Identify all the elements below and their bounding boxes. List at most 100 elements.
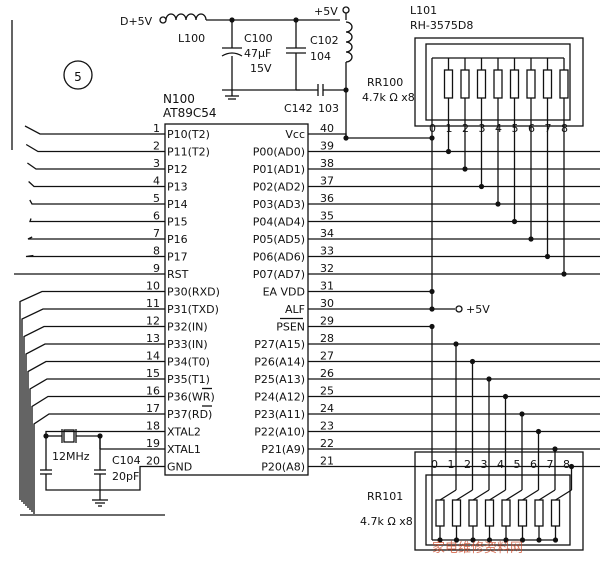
junction-dot (43, 433, 49, 439)
rr101-lead (522, 489, 539, 501)
rr100-ref: RR100 (367, 76, 403, 89)
pin-name-left: P37(RD) (167, 408, 212, 421)
pin-name-right: P25(A13) (254, 373, 305, 386)
rr101-resistor (534, 499, 544, 527)
rr101-resistor (501, 499, 511, 527)
junction-dot (495, 201, 501, 207)
pin-name-left: P35(T1) (167, 373, 210, 386)
rr101-pin-label: 0 (431, 458, 438, 471)
plus5v-terminal (342, 6, 350, 14)
rr101-lead (538, 489, 556, 501)
bus-entry-left-lower (25, 343, 150, 506)
pin-name-right: P20(A8) (261, 461, 305, 474)
bus-entry-left-lower (33, 413, 150, 514)
rr100-pin-label: 8 (561, 122, 568, 135)
junction-dot (453, 341, 459, 347)
rr100-resistor (526, 69, 536, 99)
rr101-lead (489, 489, 506, 501)
ic-body (164, 123, 309, 476)
pin-name-right: P21(A9) (261, 443, 305, 456)
pin-name-left: P10(T2) (167, 128, 210, 141)
junction-dot (503, 537, 509, 543)
junction-dot (486, 376, 492, 382)
c100-plate-curved (221, 52, 243, 57)
rr101-lead (555, 489, 572, 501)
bus-entry-left (25, 254, 150, 258)
rr100-pin-label: 1 (446, 122, 453, 135)
pin-number-right: 27 (320, 350, 334, 363)
pin-name-left: P34(T0) (167, 356, 210, 369)
pin-name-right: P27(A15) (254, 338, 305, 351)
rr100-pin-label: 6 (528, 122, 535, 135)
junction-dot (561, 271, 567, 277)
rr100-resistor (460, 69, 470, 99)
pin-name-right: P26(A14) (254, 356, 305, 369)
junction-dot (470, 537, 476, 543)
pin-number-left: 5 (153, 192, 160, 205)
l101-ref: L101 (410, 4, 437, 17)
junction-dot (535, 428, 542, 435)
junction-dot (519, 411, 525, 417)
pin-name-right: P03(AD3) (253, 198, 305, 211)
pin-name-right: Vcc (285, 128, 305, 141)
bus-entry-left (27, 236, 150, 240)
pin-number-right: 35 (320, 210, 334, 223)
bus-entry-left (25, 143, 150, 153)
c100-value: 47μF (244, 47, 271, 60)
rr101-lead (439, 489, 457, 501)
xtal-lead (76, 435, 101, 449)
rr100-pin-label: 2 (462, 122, 469, 135)
bus-entry-left (29, 199, 150, 205)
rr101-pin-label: 5 (514, 458, 521, 471)
rr100-value: 4.7k Ω x8 (362, 91, 415, 104)
pin-number-left: 4 (153, 175, 160, 188)
rr101-inner (425, 474, 571, 546)
pin-number-left: 20 (146, 455, 160, 468)
junction-dot (552, 537, 559, 543)
rr101-resistor (550, 499, 561, 527)
pin-number-right: 37 (320, 175, 334, 188)
bus-entry-left (24, 125, 150, 135)
pin-name-left: P12 (167, 163, 188, 176)
pin-number-right: 39 (320, 140, 334, 153)
rr100-resistor (443, 69, 454, 99)
rr101-resistor (435, 499, 445, 527)
pin-number-right: 32 (320, 262, 334, 275)
pin-name-right: P22(A10) (254, 426, 305, 439)
bus-entry-left (27, 162, 150, 170)
rr101-ref: RR101 (367, 490, 403, 503)
pin-number-right: 40 (320, 122, 334, 135)
pin-name-right: P04(AD4) (253, 216, 305, 229)
junction-dot (568, 463, 575, 470)
pin-number-left: 17 (146, 402, 160, 415)
pin-number-left: 3 (153, 157, 160, 170)
pin-name-right: P07(AD7) (253, 268, 305, 281)
pin-number-left: 14 (146, 350, 160, 363)
c104-value: 20pF (112, 470, 139, 483)
pin-number-right: 38 (320, 157, 334, 170)
pin-name-left: P32(IN) (167, 321, 208, 334)
plus5v-top-label: +5V (314, 5, 338, 18)
rr101-pin-label: 3 (481, 458, 488, 471)
l101-coil (345, 21, 353, 63)
rr101-package (414, 451, 584, 551)
rr101-value: 4.7k Ω x8 (360, 515, 413, 528)
rr101-resistor (517, 499, 528, 527)
d5v-label: D+5V (120, 15, 153, 28)
gnd-pin-wire (100, 465, 150, 491)
junction-dot (519, 537, 526, 543)
junction-dot (429, 306, 435, 312)
l100-ref: L100 (178, 32, 205, 45)
pin-number-right: 34 (320, 227, 334, 240)
pin-number-left: 18 (146, 420, 160, 433)
pin-number-left: 10 (146, 280, 160, 293)
pin-number-right: 33 (320, 245, 334, 258)
junction-dot (528, 236, 534, 242)
c100-volt: 15V (250, 62, 272, 75)
junction-dot (343, 135, 349, 141)
junction-dot (453, 537, 460, 543)
bus-entry-left-lower (19, 290, 150, 500)
pin-number-left: 13 (146, 332, 160, 345)
